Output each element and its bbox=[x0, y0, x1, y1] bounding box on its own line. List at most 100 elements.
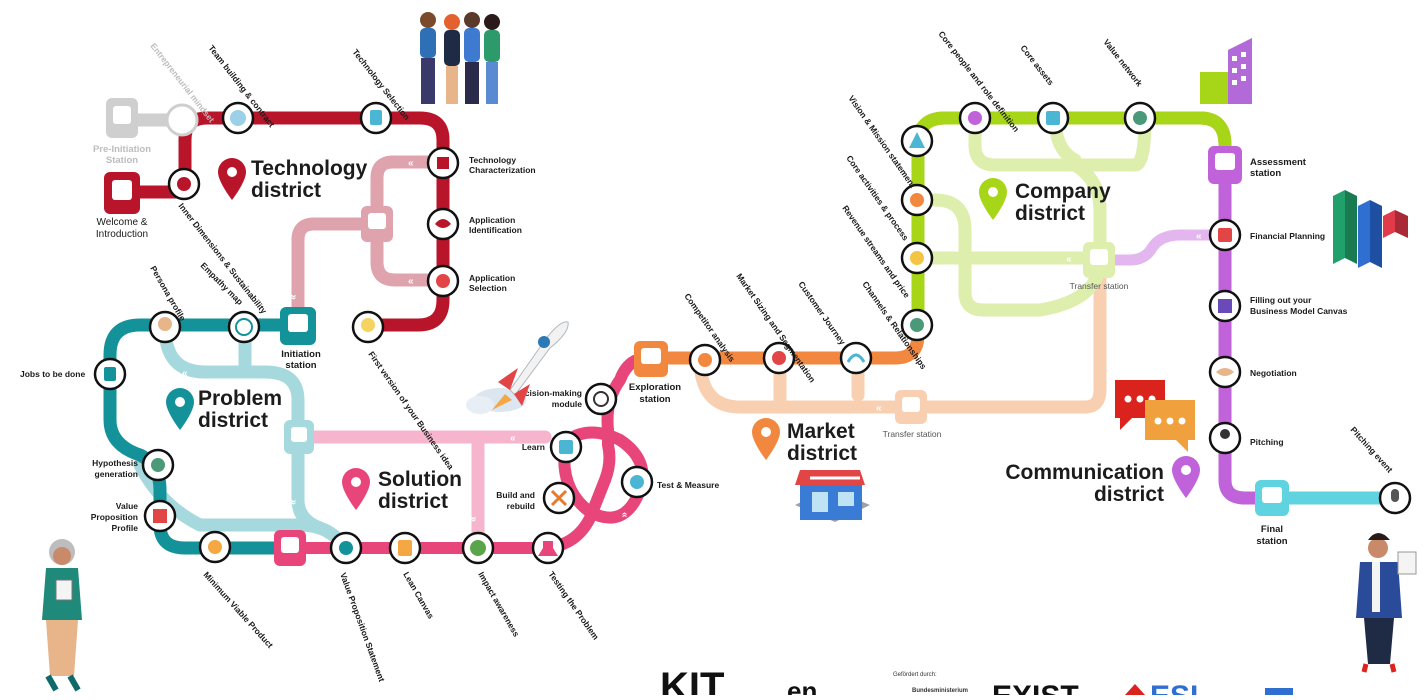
communication-district-line1: Communication bbox=[1005, 461, 1164, 484]
team-icon bbox=[230, 110, 246, 126]
entrepreneurial-mindset-stop[interactable] bbox=[165, 103, 199, 137]
hypothesis-label-1: Hypothesis bbox=[92, 458, 138, 468]
mvp-label: Minimum Viable Product bbox=[202, 570, 276, 650]
esi-mark-icon bbox=[1125, 684, 1145, 695]
en-logo: en bbox=[787, 676, 817, 695]
shop-illustration bbox=[795, 470, 870, 522]
application-identification-label-2: Identification bbox=[469, 225, 522, 235]
application-identification-label-1: Application bbox=[469, 215, 515, 225]
svg-text:«: « bbox=[182, 368, 188, 379]
decision-icon bbox=[593, 391, 609, 407]
solution-district-line1: Solution bbox=[378, 468, 462, 491]
empathy-map-stop[interactable] bbox=[227, 310, 261, 344]
people-group-icon bbox=[968, 111, 982, 125]
company-transfer-label: Transfer station bbox=[1070, 281, 1129, 291]
analysis-icon bbox=[698, 353, 712, 367]
main-stations: Pre-Initiation Station Welcome & Introdu… bbox=[93, 98, 1307, 566]
esi-logo: ESI bbox=[1150, 680, 1198, 695]
exist-logo: EXIST bbox=[992, 680, 1079, 695]
problem-district-line2: district bbox=[198, 409, 268, 432]
globe-icon bbox=[470, 540, 486, 556]
solution-branch-line bbox=[291, 430, 552, 555]
company-district: Company district bbox=[979, 178, 1111, 225]
building-illustration bbox=[1200, 38, 1252, 104]
svg-text:«: « bbox=[362, 194, 373, 200]
svg-text:«: « bbox=[408, 276, 414, 287]
welcome-station[interactable]: Welcome & Introduction bbox=[96, 172, 148, 240]
market-transfer-station[interactable]: Transfer station bbox=[883, 390, 942, 439]
core-assets-label: Core assets bbox=[1018, 43, 1056, 87]
customer-journey-stop[interactable] bbox=[839, 341, 873, 375]
solution-district-line2: district bbox=[378, 490, 448, 513]
solution-station[interactable] bbox=[274, 530, 306, 566]
problem-district-line1: Problem bbox=[198, 387, 282, 410]
lean-canvas-label: Lean Canvas bbox=[401, 570, 436, 621]
stops: Entrepreneurial mindset Team building & … bbox=[20, 29, 1412, 683]
problem-junction-station[interactable] bbox=[284, 420, 314, 454]
district-labels: Technology district Problem district Sol… bbox=[166, 157, 1200, 513]
pre-initiation-station[interactable]: Pre-Initiation Station bbox=[93, 98, 151, 166]
final-station[interactable]: Final station bbox=[1255, 480, 1289, 547]
funded-by-label: Gefördert durch: bbox=[893, 672, 937, 678]
decision-label-2: module bbox=[552, 399, 582, 409]
testing-problem-label: Testing the Problem bbox=[546, 569, 601, 642]
canvas-icon bbox=[398, 540, 412, 556]
pitching-label: Pitching bbox=[1250, 437, 1284, 447]
ministry-label: Bundesministerium bbox=[912, 688, 968, 694]
tools-icon bbox=[550, 489, 568, 507]
market-district-line1: Market bbox=[787, 420, 855, 443]
company-district-line1: Company bbox=[1015, 180, 1111, 203]
flag-icon bbox=[1265, 688, 1293, 695]
final-label-2: station bbox=[1256, 536, 1287, 547]
technology-pin-icon bbox=[218, 158, 246, 200]
calculator-icon bbox=[1218, 228, 1232, 242]
persona-icon bbox=[158, 317, 172, 331]
heart-icon bbox=[235, 318, 253, 336]
technology-district: Technology district bbox=[218, 157, 368, 202]
communication-line bbox=[1218, 153, 1277, 505]
microphone-icon bbox=[1391, 489, 1399, 502]
financial-planning-label: Financial Planning bbox=[1250, 231, 1325, 241]
application-selection-label-1: Application bbox=[469, 273, 515, 283]
hypothesis-label-2: generation bbox=[95, 469, 138, 479]
impact-awareness-label: Impact awareness bbox=[476, 570, 521, 639]
jobs-to-be-done-label: Jobs to be done bbox=[20, 369, 85, 379]
sponsor-footer: KIT en Gefördert durch: Bundesministeriu… bbox=[660, 665, 1293, 700]
pitching-event-label: Pitching event bbox=[1349, 425, 1395, 475]
process-gears-icon bbox=[910, 193, 924, 207]
communication-branch-line bbox=[1094, 229, 1231, 266]
vpp-label-3: Profile bbox=[112, 523, 139, 533]
svg-text:«: « bbox=[288, 294, 299, 300]
communication-district-line2: district bbox=[1094, 483, 1164, 506]
initiation-label-1: Initiation bbox=[281, 349, 321, 360]
pre-initiation-label-1: Pre-Initiation bbox=[93, 144, 151, 155]
gears-icon bbox=[208, 540, 222, 554]
chat-bubbles-illustration bbox=[1115, 380, 1195, 452]
assessment-station[interactable]: Assessment station bbox=[1208, 146, 1307, 184]
cursor-icon bbox=[436, 274, 450, 288]
svg-text:«: « bbox=[288, 499, 299, 505]
flask-icon bbox=[538, 541, 558, 556]
blocks-illustration bbox=[1333, 190, 1408, 268]
gift-icon bbox=[153, 509, 167, 523]
journey-icon bbox=[846, 353, 866, 363]
decision-making-stop[interactable] bbox=[584, 382, 618, 416]
company-transfer-station[interactable]: Transfer station bbox=[1070, 242, 1129, 291]
initiation-station[interactable]: Initiation station bbox=[280, 307, 321, 371]
negotiation-label: Negotiation bbox=[1250, 368, 1297, 378]
svg-text:«: « bbox=[468, 516, 479, 522]
final-label-1: Final bbox=[1261, 524, 1283, 535]
people-icon bbox=[151, 458, 165, 472]
solution-district: Solution district bbox=[342, 468, 462, 513]
coins-icon bbox=[910, 251, 924, 265]
technology-junction-station[interactable] bbox=[361, 206, 393, 242]
mountain-icon bbox=[909, 132, 925, 148]
problem-district: Problem district bbox=[166, 387, 282, 432]
vpp-label-2: Proposition bbox=[91, 512, 138, 522]
inner-dimensions-label: Inner Dimensions & Sustainability bbox=[176, 201, 269, 316]
exploration-station[interactable]: Exploration station bbox=[629, 341, 681, 405]
market-pin-icon bbox=[752, 418, 780, 460]
technology-characterization-label-2: Characterization bbox=[469, 165, 536, 175]
test-flask-icon bbox=[630, 475, 644, 489]
company-branch-line bbox=[910, 110, 1152, 317]
